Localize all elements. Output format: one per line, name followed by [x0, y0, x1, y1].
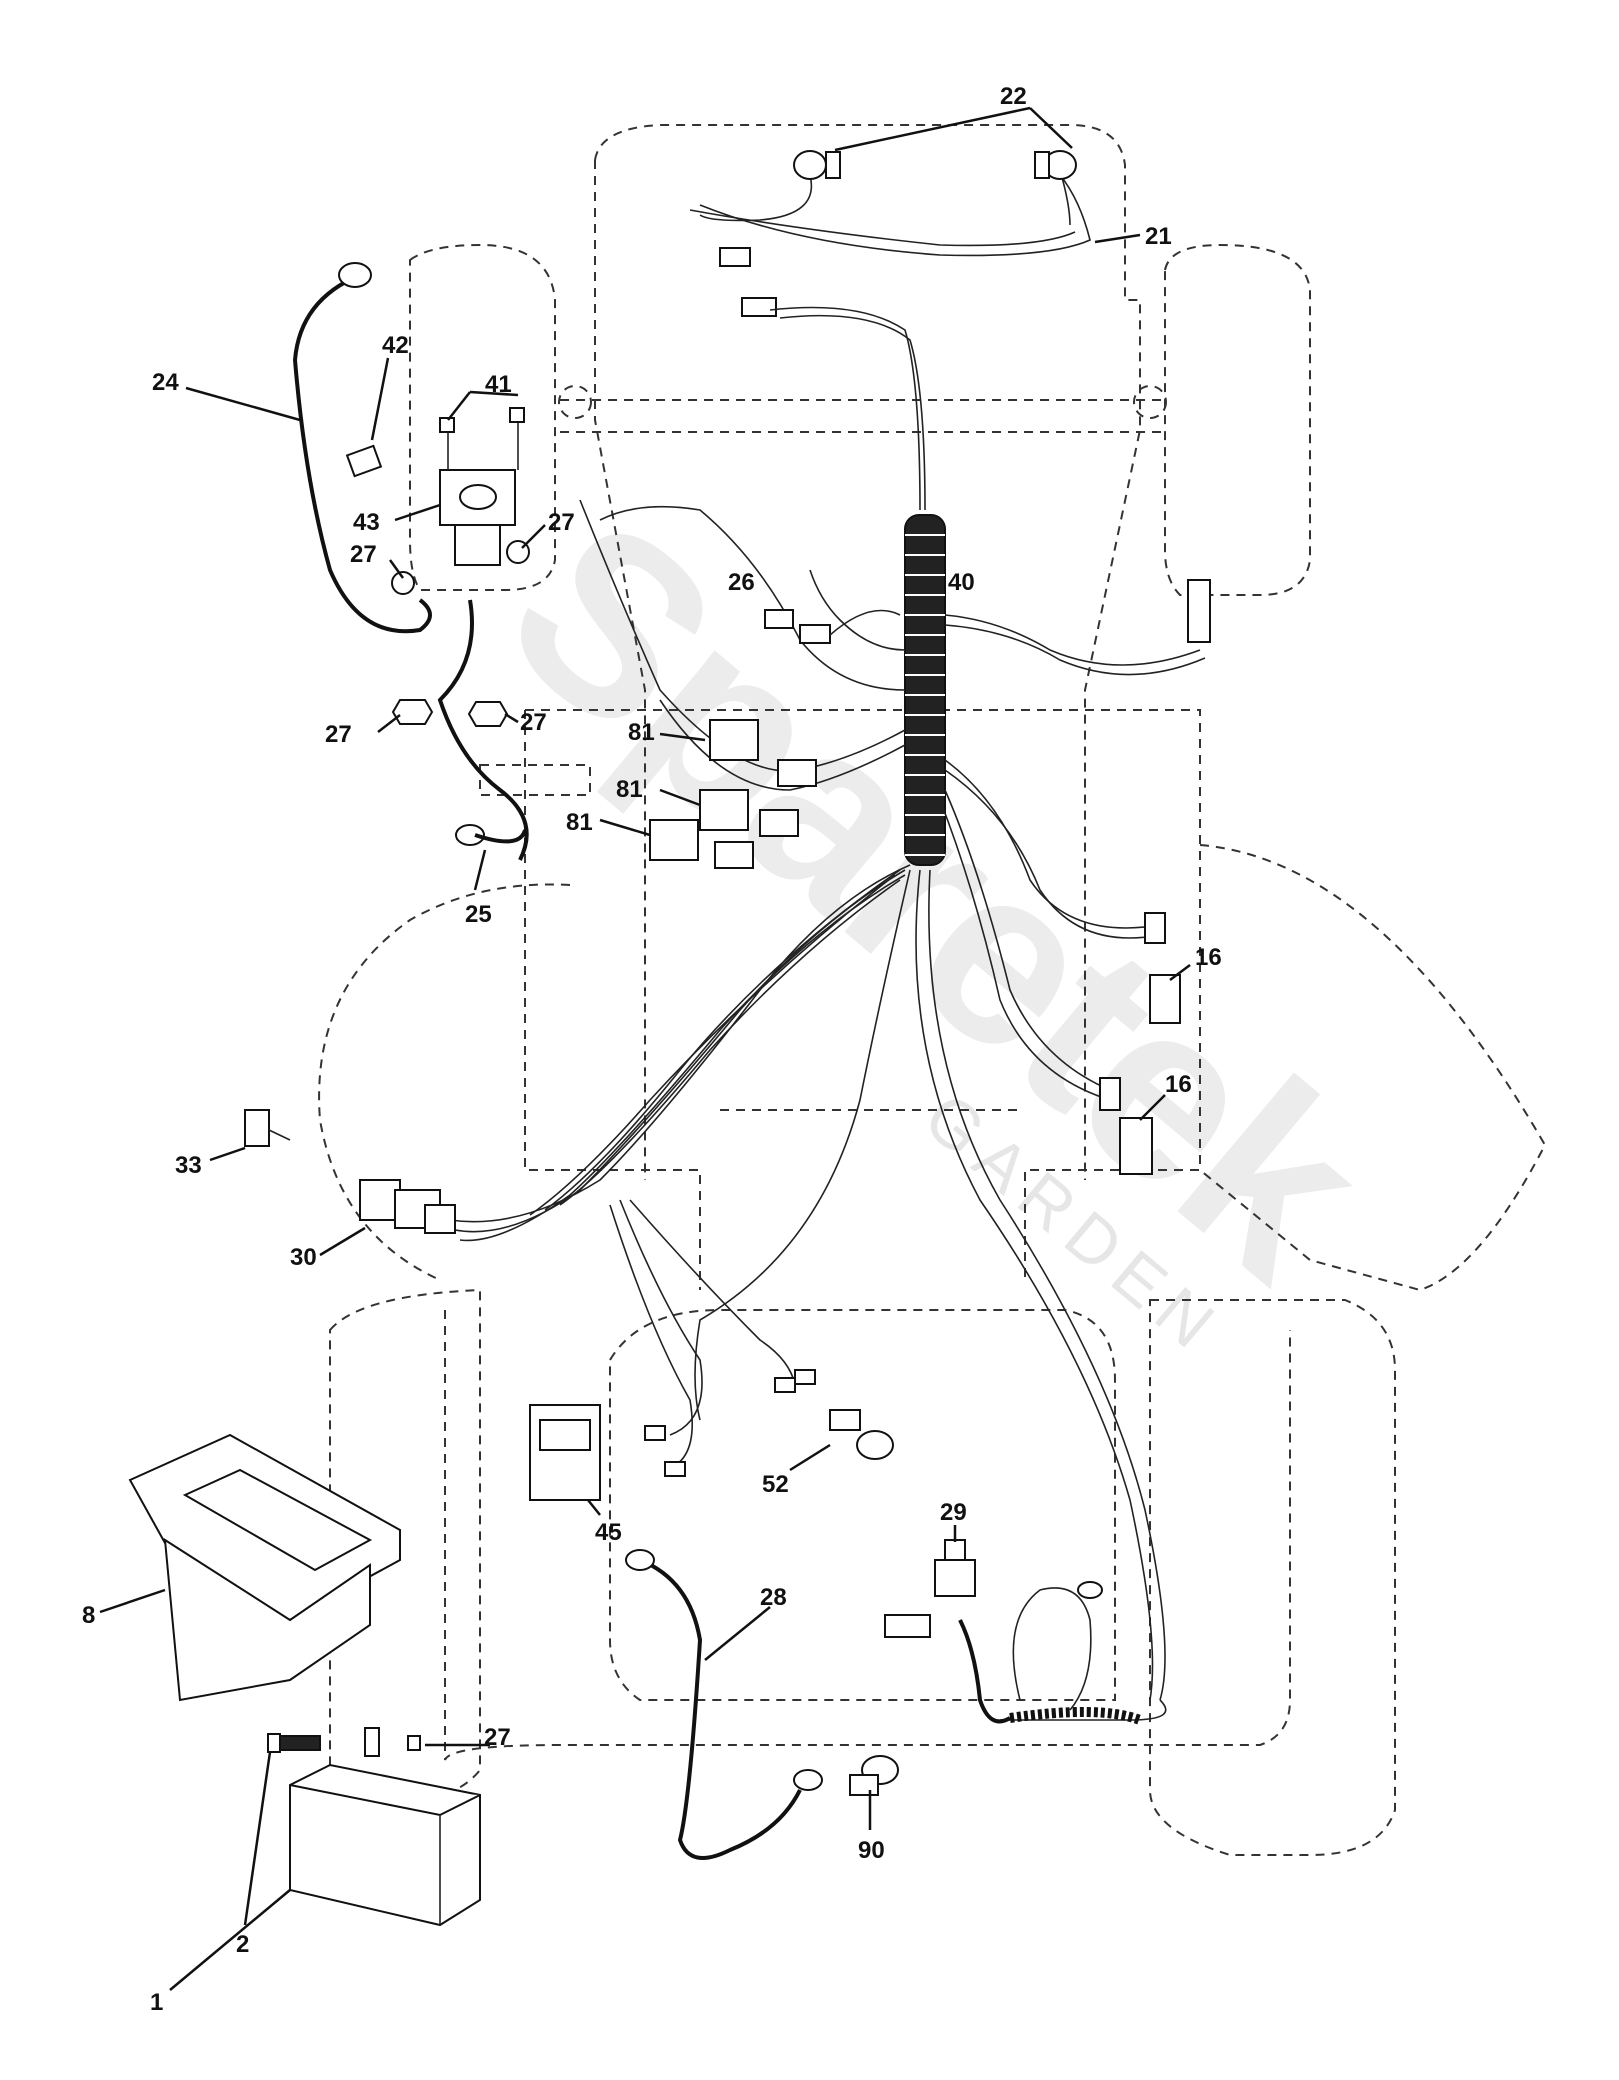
callout-26: 26 [728, 569, 755, 596]
coil-cord [884, 1581, 1142, 1725]
hour-meter [529, 1404, 601, 1501]
callout-27-lower-right: 27 [520, 709, 547, 736]
callout-43: 43 [353, 509, 380, 536]
main-harness [449, 306, 1211, 1721]
bulb [829, 1409, 894, 1460]
solenoid-assembly [292, 262, 530, 861]
callout-27-lower-left: 27 [325, 721, 352, 748]
relay-3 [649, 819, 754, 869]
callout-16-bottom: 16 [1165, 1071, 1192, 1098]
relay-1 [709, 719, 817, 787]
callout-27-right: 27 [548, 509, 575, 536]
callout-33: 33 [175, 1152, 202, 1179]
callout-28: 28 [760, 1584, 787, 1611]
callout-21: 21 [1145, 223, 1172, 250]
callout-24: 24 [152, 369, 179, 396]
connector-26 [764, 609, 901, 644]
callout-30: 30 [290, 1244, 317, 1271]
callout-16-top: 16 [1195, 944, 1222, 971]
leader-lines [99, 106, 1191, 1991]
callout-81-middle: 81 [616, 776, 643, 803]
callout-81-top: 81 [628, 719, 655, 746]
relays [649, 719, 817, 869]
callout-41: 41 [485, 371, 512, 398]
callout-1: 1 [150, 1989, 163, 2016]
terminal-boot [849, 1755, 899, 1796]
callout-25: 25 [465, 901, 492, 928]
battery [267, 1727, 481, 1927]
callout-45: 45 [595, 1519, 622, 1546]
ignition-key [244, 1109, 291, 1147]
callout-22: 22 [1000, 83, 1027, 110]
callout-29: 29 [940, 1499, 967, 1526]
callout-8: 8 [82, 1602, 95, 1629]
headlight-harness [689, 150, 1091, 317]
ignition-switch [359, 1179, 456, 1234]
callout-52: 52 [762, 1471, 789, 1498]
callout-2: 2 [236, 1931, 249, 1958]
ground-cable [625, 1549, 823, 1860]
relay-2 [699, 789, 799, 837]
callout-42: 42 [382, 332, 409, 359]
callout-81-bottom: 81 [566, 809, 593, 836]
chassis-outlines [318, 124, 1547, 1856]
conduit [904, 514, 946, 866]
battery-tray [128, 1433, 401, 1702]
connectors-16 [1119, 974, 1181, 1175]
switch-29 [934, 1539, 976, 1597]
callouts: 22 21 24 42 41 43 27 27 27 27 26 40 81 8… [82, 83, 1222, 2016]
callout-27-battery: 27 [484, 1724, 511, 1751]
callout-27-left: 27 [350, 541, 377, 568]
callout-90: 90 [858, 1837, 885, 1864]
callout-40: 40 [948, 569, 975, 596]
